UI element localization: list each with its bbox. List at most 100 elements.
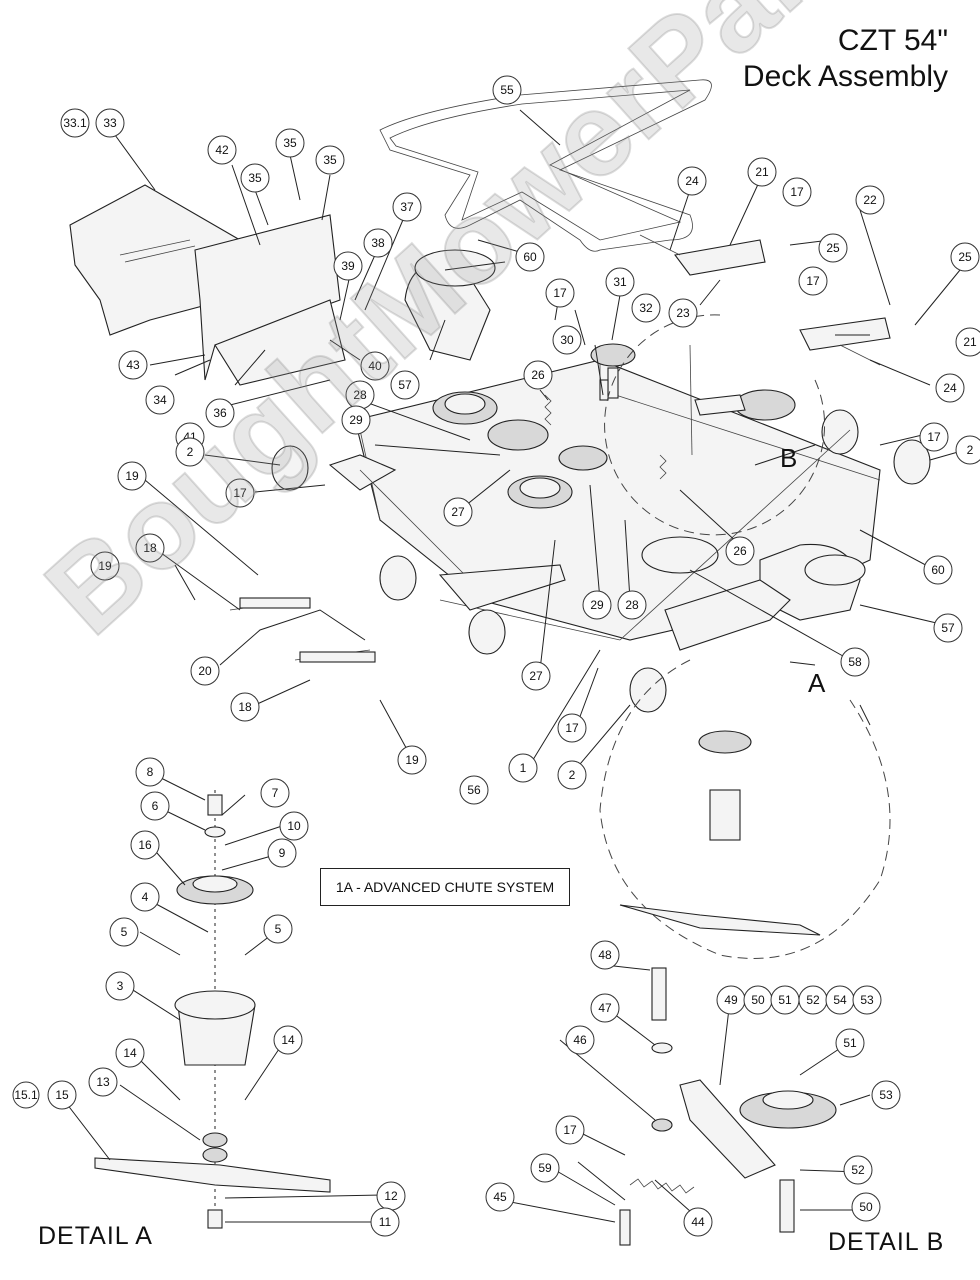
callout-circle bbox=[341, 405, 371, 435]
idler-pulley-53-face bbox=[762, 1090, 814, 1110]
callout-number: 24 bbox=[943, 381, 957, 395]
callout-number: 17 bbox=[565, 721, 579, 735]
callout-circle bbox=[95, 108, 125, 138]
gauge-wheel-56 bbox=[468, 609, 506, 655]
callout-circle bbox=[605, 267, 635, 297]
callout-circle bbox=[523, 360, 553, 390]
callout-number: 60 bbox=[931, 563, 945, 577]
callout-circle bbox=[130, 830, 160, 860]
callout-circle bbox=[267, 838, 297, 868]
callout-number: 44 bbox=[691, 1215, 705, 1229]
callout-number: 17 bbox=[233, 486, 247, 500]
callout-number: 17 bbox=[927, 430, 941, 444]
callout-circle bbox=[315, 145, 345, 175]
callout-number: 10 bbox=[287, 819, 301, 833]
callout-circle bbox=[590, 993, 620, 1023]
callout-number: 56 bbox=[467, 783, 481, 797]
callout-circle bbox=[392, 192, 422, 222]
blade-15 bbox=[94, 1157, 331, 1193]
callout-number: 17 bbox=[563, 1123, 577, 1137]
callout-number: 52 bbox=[806, 993, 820, 1007]
callout-circle bbox=[840, 647, 870, 677]
callout-number: 51 bbox=[778, 993, 792, 1007]
belt-cover-right-top bbox=[804, 554, 866, 586]
callout-number: 60 bbox=[523, 250, 537, 264]
rear-axle-rod bbox=[619, 429, 851, 641]
callout-number: 50 bbox=[859, 1200, 873, 1214]
callout-number: 32 bbox=[639, 301, 653, 315]
leader-lines bbox=[59, 109, 966, 1223]
callout-circle bbox=[521, 661, 551, 691]
spindle-mount-plate bbox=[641, 536, 719, 574]
callout-circle bbox=[135, 533, 165, 563]
callout-circle bbox=[263, 914, 293, 944]
bearing-13 bbox=[202, 1132, 228, 1148]
callout-number: 24 bbox=[685, 174, 699, 188]
spindle-flange-3 bbox=[174, 990, 256, 1020]
callout-number: 36 bbox=[213, 406, 227, 420]
rod-18-upper bbox=[239, 597, 311, 609]
callout-circle bbox=[207, 135, 237, 165]
callout-circle bbox=[47, 1080, 77, 1110]
diagram-title-line1: CZT 54" bbox=[837, 24, 948, 57]
callout-circle bbox=[933, 613, 963, 643]
callout-number: 17 bbox=[806, 274, 820, 288]
detail-b-callout-circle bbox=[604, 314, 826, 536]
callout-number: 31 bbox=[613, 275, 627, 289]
callout-number: 57 bbox=[941, 621, 955, 635]
washer-47 bbox=[651, 1042, 673, 1054]
callout-number: 25 bbox=[826, 241, 840, 255]
callout-circle bbox=[360, 351, 390, 381]
callout-circle bbox=[590, 940, 620, 970]
callout-circle bbox=[333, 251, 363, 281]
callout-number: 14 bbox=[281, 1033, 295, 1047]
callout-circle bbox=[105, 971, 135, 1001]
bolt-50 bbox=[779, 1179, 795, 1233]
callout-number: 35 bbox=[248, 171, 262, 185]
gauge-wheel-right bbox=[893, 439, 931, 485]
view-a-letter: A bbox=[808, 668, 826, 698]
callout-circle bbox=[855, 185, 885, 215]
callout-number: 21 bbox=[755, 165, 769, 179]
callout-number: 27 bbox=[451, 505, 465, 519]
bearing-13-lower bbox=[202, 1147, 228, 1163]
detail-a-callout-circle bbox=[599, 659, 891, 959]
callout-number: 26 bbox=[531, 368, 545, 382]
callout-circle bbox=[798, 266, 828, 296]
callout-circle bbox=[508, 753, 538, 783]
callout-circle bbox=[90, 551, 120, 581]
callout-number: 58 bbox=[848, 655, 862, 669]
callout-circle bbox=[190, 656, 220, 686]
callout-circle bbox=[370, 1207, 400, 1237]
callout-circle bbox=[818, 233, 848, 263]
callout-circle bbox=[668, 298, 698, 328]
callout-circle bbox=[871, 1080, 901, 1110]
callout-circle bbox=[397, 745, 427, 775]
callout-number: 30 bbox=[560, 333, 574, 347]
detail-a-spindle-preview bbox=[709, 789, 741, 841]
pulley-31 bbox=[590, 343, 636, 367]
callout-number: 54 bbox=[833, 993, 847, 1007]
callout-number: 38 bbox=[371, 236, 385, 250]
belt-cover-left-top bbox=[414, 249, 496, 287]
callout-number: 40 bbox=[368, 359, 382, 373]
arrow-a-return bbox=[859, 704, 871, 726]
callout-circle bbox=[492, 75, 522, 105]
callout-number: 34 bbox=[153, 393, 167, 407]
view-b-letter: B bbox=[780, 443, 798, 473]
link-arm-lower bbox=[799, 317, 891, 351]
callout-number: 20 bbox=[198, 664, 212, 678]
callout-number: 13 bbox=[96, 1075, 110, 1089]
callout-circle bbox=[683, 1207, 713, 1237]
callout-circle bbox=[140, 791, 170, 821]
arrow-to-a bbox=[789, 661, 816, 666]
callout-circle bbox=[117, 461, 147, 491]
deck-belt bbox=[379, 79, 712, 252]
idler-arm-49 bbox=[679, 1079, 776, 1179]
detail-b-bolt-preview bbox=[689, 344, 693, 456]
callout-circle bbox=[545, 278, 575, 308]
callout-number: 37 bbox=[400, 200, 414, 214]
